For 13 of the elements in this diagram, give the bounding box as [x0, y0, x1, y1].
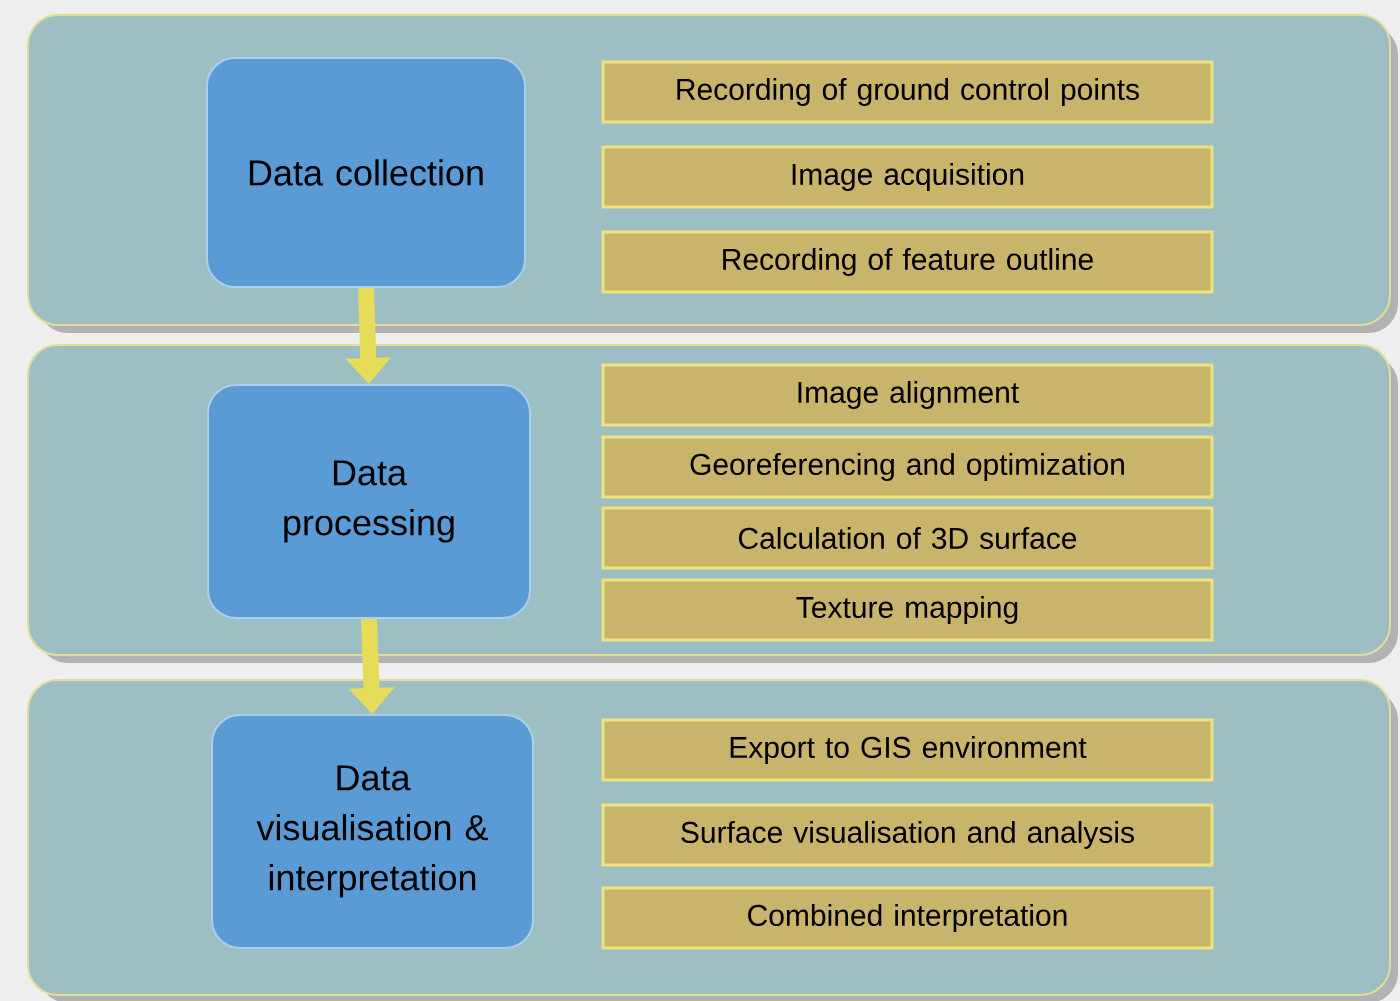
step-box: Image alignment [601, 363, 1214, 427]
step-box: Export to GIS environment [601, 718, 1214, 782]
stage-box: Data processing [207, 384, 531, 619]
step-box: Calculation of 3D surface [601, 506, 1214, 570]
step-box: Georeferencing and optimization [601, 435, 1214, 499]
stage-box: Data visualisation & interpretation [211, 714, 534, 949]
step-box: Texture mapping [601, 578, 1214, 642]
step-box: Recording of ground control points [601, 60, 1214, 124]
step-box: Combined interpretation [601, 886, 1214, 950]
step-box: Surface visualisation and analysis [601, 803, 1214, 867]
stage-box: Data collection [206, 57, 526, 288]
step-box: Image acquisition [601, 145, 1214, 209]
step-box: Recording of feature outline [601, 230, 1214, 294]
